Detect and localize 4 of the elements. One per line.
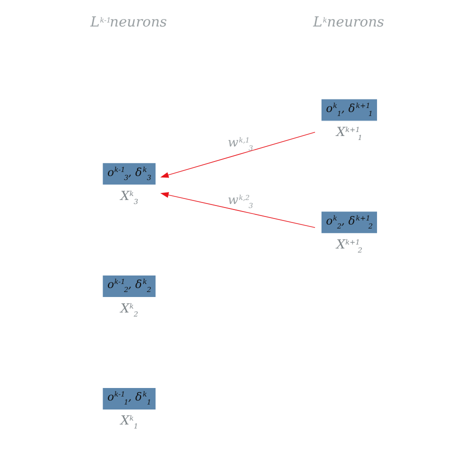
label: L$^{k-1}$neurons [90,14,166,31]
arrow [160,192,315,228]
label: L$^{k}$neurons [312,14,384,31]
arrow [160,132,315,178]
